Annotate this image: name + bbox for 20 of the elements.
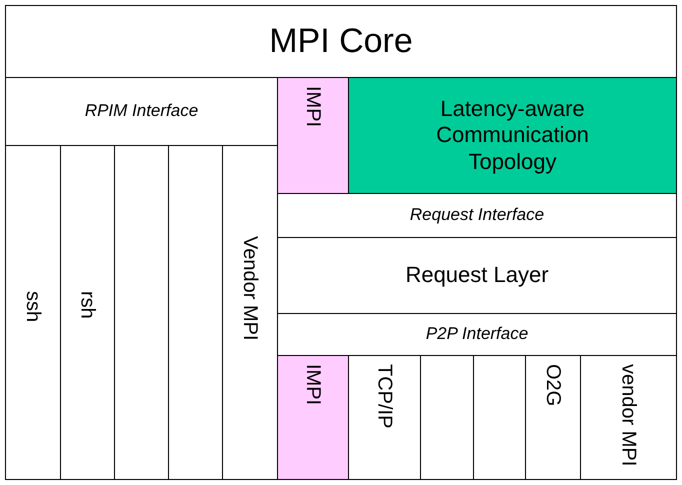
label-text: IMPI [301, 86, 325, 128]
label-text: Request Layer [405, 262, 549, 289]
layer-box [5, 5, 677, 78]
module-column [5, 145, 61, 480]
label-text: rsh [76, 291, 100, 319]
module-column [277, 355, 349, 480]
label-text: O2G [541, 364, 565, 406]
module-box [348, 77, 677, 194]
label-text: Latency-aware Communication Topology [435, 96, 590, 176]
label-text: vendor MPI [616, 364, 640, 466]
label-text: TCP/IP [372, 364, 396, 428]
label-text: Request Interface [410, 205, 544, 226]
label-text: RPIM Interface [84, 101, 198, 122]
label-text: IMPI [301, 364, 325, 406]
label-text: Vendor MPI [238, 236, 262, 341]
label-text: MPI Core [269, 21, 413, 62]
label-text: ssh [21, 291, 45, 322]
module-column [580, 355, 677, 480]
module-box [277, 77, 349, 194]
label-text: P2P Interface [426, 324, 528, 345]
